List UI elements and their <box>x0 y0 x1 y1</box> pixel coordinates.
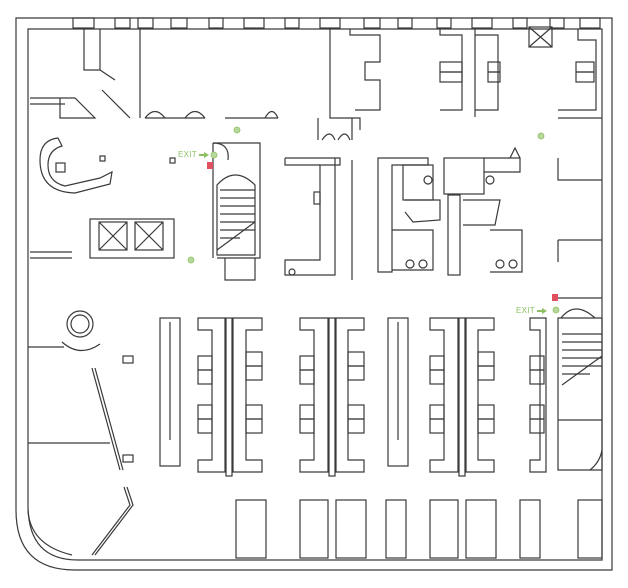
fire-alarm-icon <box>207 162 213 169</box>
stair-east <box>557 308 603 471</box>
stair-west <box>212 142 261 281</box>
exit-sign-light-icon <box>552 306 560 314</box>
smoke-detector-icon <box>233 126 241 134</box>
exit-sign-light-icon <box>210 151 218 159</box>
exit-arrow-icon <box>537 308 547 314</box>
round-table <box>66 310 94 338</box>
smoke-detector-icon <box>187 256 195 264</box>
elevator-bank <box>89 218 175 259</box>
exterior-wall <box>15 17 613 571</box>
exterior-wall-inner <box>27 28 603 561</box>
reception-desk <box>39 137 113 194</box>
windows-top <box>72 17 601 29</box>
exit-sign-west: EXIT <box>178 150 197 159</box>
exit-arrow-icon <box>199 152 209 158</box>
freight-elevator <box>528 26 553 48</box>
smoke-detector-icon <box>537 132 545 140</box>
workstations <box>159 317 603 559</box>
restrooms <box>377 146 523 276</box>
fire-alarm-icon <box>552 294 558 301</box>
kitchen <box>284 157 353 280</box>
exit-sign-east: EXIT <box>516 306 535 315</box>
